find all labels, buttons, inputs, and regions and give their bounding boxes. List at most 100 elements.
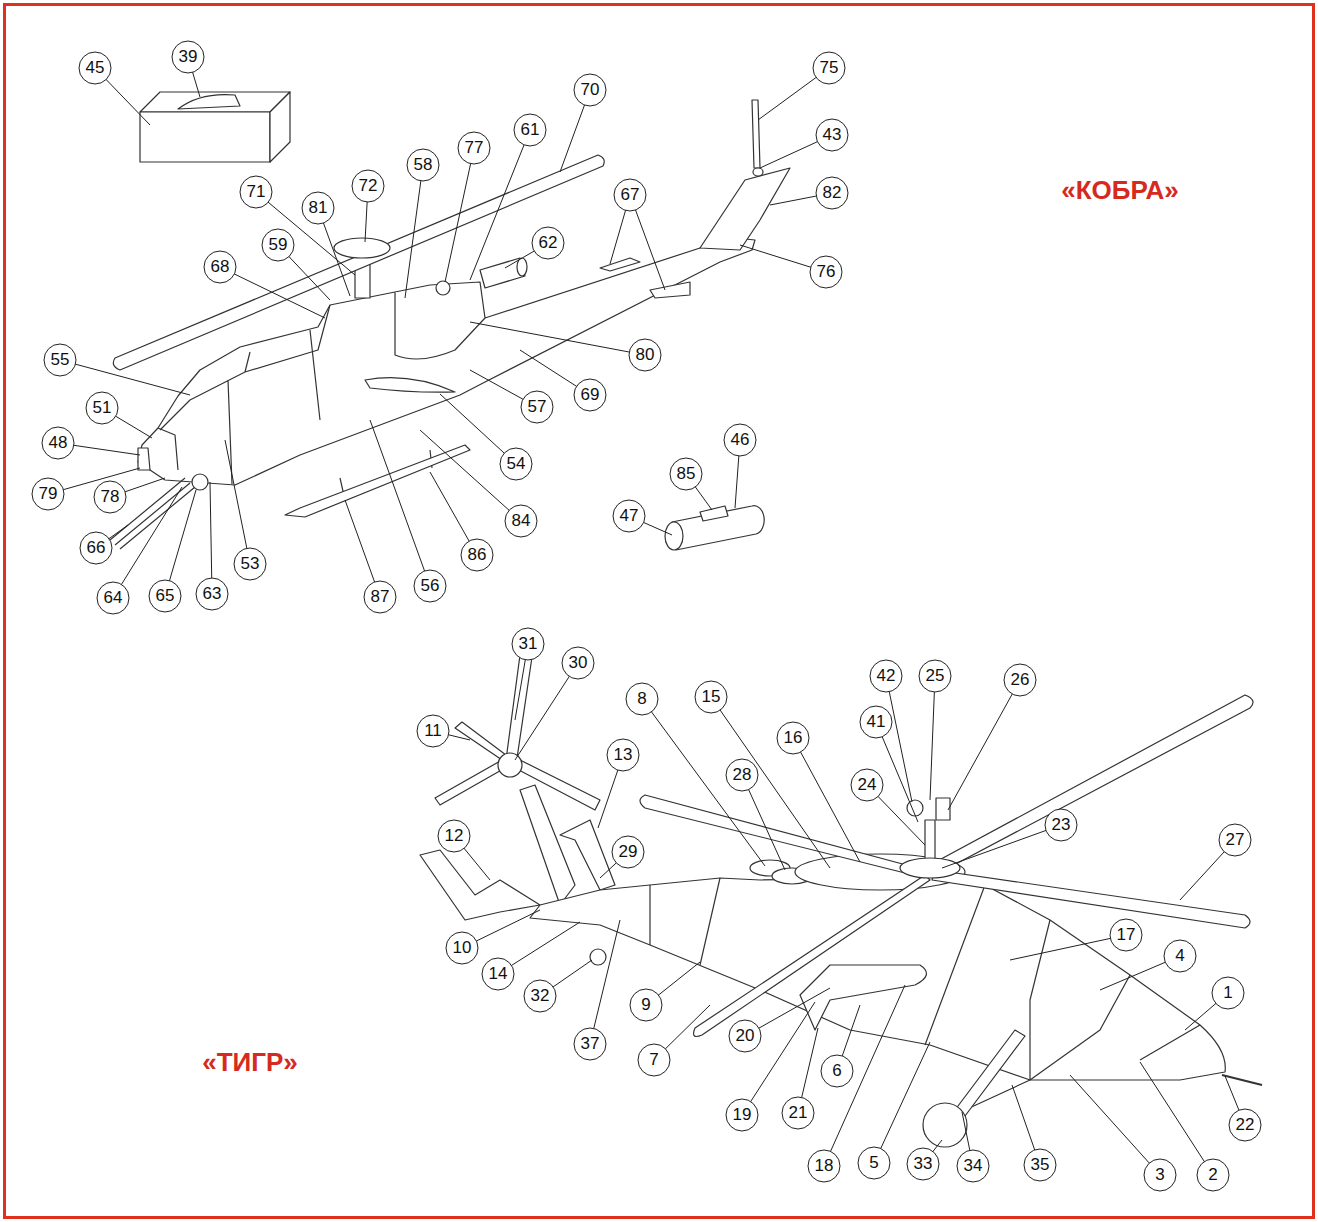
callout-number: 16 [777,722,810,755]
callout-number: 31 [512,628,545,661]
callout-number: 70 [574,74,607,107]
callout-number: 61 [514,114,547,147]
main-rotor-blade [932,870,1250,928]
engine-cowling [395,292,485,359]
missile-end [665,522,683,550]
gun-turret [192,474,208,490]
callout-number: 54 [500,448,533,481]
callout-number: 76 [810,256,843,289]
rotor-hub [900,858,960,878]
horizontal-stabilizer [420,850,540,920]
stub-wing [365,378,455,392]
tail-fin [560,820,615,890]
callout-number: 24 [851,769,884,802]
callout-number: 43 [816,119,849,152]
callout-number: 69 [574,379,607,412]
callout-number: 17 [1110,919,1143,952]
callout-number: 63 [196,578,229,611]
callout-number: 39 [172,41,205,74]
intake [436,281,450,295]
canopy-box-top [140,92,290,112]
callout-number: 2 [1197,1159,1230,1192]
callout-number: 68 [204,251,237,284]
callout-number: 13 [607,739,640,772]
callout-number: 53 [234,548,267,581]
callout-number: 62 [532,227,565,260]
callout-number: 86 [461,539,494,572]
callout-number: 55 [44,344,77,377]
callout-number: 82 [816,177,849,210]
callout-number: 48 [42,427,75,460]
callout-number: 80 [629,339,662,372]
callout-number: 27 [1219,824,1252,857]
callout-number: 32 [524,980,557,1013]
nose-sensor [138,448,150,470]
callout-number: 56 [414,570,447,603]
callout-number: 37 [574,1028,607,1061]
callout-number: 25 [919,660,952,693]
tail-pod [590,949,606,965]
callout-number: 46 [724,424,757,457]
missile-body [672,506,764,550]
callout-number: 23 [1045,809,1078,842]
callout-number: 18 [808,1150,841,1183]
callout-number: 29 [612,836,645,869]
tail-rotor-blade [506,655,532,765]
main-rotor-blade [113,155,604,370]
model-title: «ТИГР» [200,1047,300,1078]
callout-number: 72 [352,170,385,203]
callout-number: 75 [813,52,846,85]
gun-turret [923,1103,967,1147]
tail-fin [700,168,790,250]
callout-number: 79 [32,478,65,511]
callout-number: 84 [505,505,538,538]
callout-number: 6 [821,1055,854,1088]
canopy-box-front [140,112,270,162]
callout-number: 34 [957,1150,990,1183]
cobra-drawing [110,92,790,550]
callout-number: 12 [438,820,471,853]
callout-number: 42 [870,660,903,693]
callout-number: 14 [482,958,515,991]
stabilizer [650,282,690,298]
callout-number: 15 [695,681,728,714]
callout-number: 1 [1212,977,1245,1010]
callout-number: 59 [262,229,295,262]
stabilizer [600,258,640,271]
callout-number: 7 [638,1044,671,1077]
callout-number: 57 [521,391,554,424]
callout-number: 58 [407,149,440,182]
tail-rotor-blade [515,760,600,810]
callout-number: 41 [860,706,893,739]
callout-number: 33 [907,1148,940,1181]
callout-number: 64 [97,582,130,615]
callout-number: 26 [1004,664,1037,697]
callout-number: 81 [302,192,335,225]
rotor-hub [334,238,390,258]
callout-number: 20 [729,1020,762,1053]
callout-number: 4 [1164,940,1197,973]
callout-number: 3 [1144,1159,1177,1192]
tail-rotor-blade [435,760,505,805]
main-rotor-blade [930,695,1253,875]
callout-number: 45 [79,52,112,85]
callout-number: 22 [1229,1109,1262,1142]
tail-pylon [520,785,575,905]
callout-number: 87 [364,581,397,614]
model-title: «КОБРА» [1059,175,1181,206]
stub-wing [800,965,926,1030]
tail-rotor-hub [498,753,522,777]
callout-number: 28 [726,759,759,792]
callout-number: 78 [94,481,127,514]
callout-number: 30 [562,647,595,680]
callout-number: 11 [417,715,450,748]
leader-lines [48,57,1245,1175]
callout-number: 71 [240,176,273,209]
callout-number: 85 [670,458,703,491]
callout-number: 21 [782,1097,815,1130]
callout-number: 5 [858,1147,891,1180]
missile-fitting [700,506,728,521]
callout-number: 67 [614,179,647,212]
callout-number: 9 [630,989,663,1022]
